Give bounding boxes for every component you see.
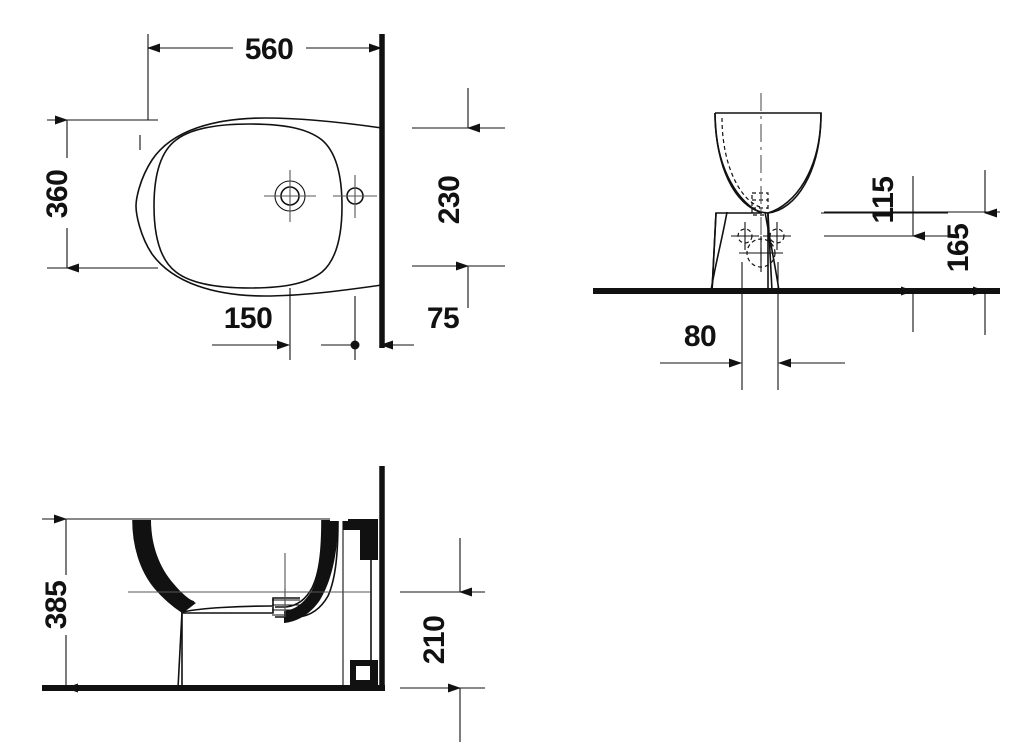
dimension-150: 150 (212, 288, 291, 360)
rear-bottom-bracket-hole (356, 666, 370, 680)
dimension-label-360: 360 (41, 170, 74, 219)
top-view: 560 360 230 150 (41, 33, 505, 360)
dimension-label-560: 560 (245, 33, 294, 66)
dimension-label-165: 165 (942, 224, 975, 273)
dimension-560: 560 (147, 33, 382, 120)
dimension-label-210: 210 (418, 616, 451, 665)
rear-top-bracket (343, 519, 378, 560)
dimension-75: 75 (321, 296, 460, 360)
rear-top-gap (330, 516, 348, 521)
dimension-230: 230 (412, 88, 505, 308)
tap-hole-large (264, 170, 316, 222)
pedestal-right-edge (767, 212, 773, 292)
hidden-waste-slot (751, 192, 769, 216)
dimension-115: 115 (821, 176, 948, 241)
front-rim-band (133, 520, 196, 613)
rear-rim-inner (275, 519, 339, 618)
fixing-hole-left (731, 222, 759, 250)
waste-outlet-circle (739, 236, 783, 272)
side-view: 385 210 (40, 466, 485, 742)
dimension-label-230: 230 (433, 176, 466, 225)
dimension-label-385: 385 (40, 581, 73, 630)
dimension-165: 165 (824, 170, 1000, 335)
bowl-outer-contour (135, 117, 383, 297)
front-view: 115 165 80 (593, 93, 1000, 390)
rear-rim-band (284, 520, 338, 623)
dimension-label-150: 150 (224, 302, 273, 335)
tap-hole-small (333, 175, 377, 218)
overflow-slot-detail (272, 599, 300, 616)
dimension-210: 210 (400, 538, 485, 742)
pedestal-front-edge-side (177, 611, 183, 689)
fixing-hole-right (763, 222, 791, 250)
dimension-80: 80 (660, 320, 845, 368)
bowl-inner-rim (153, 123, 343, 289)
bowl-inner-base (182, 605, 273, 613)
pedestal-left-taper (710, 211, 728, 292)
rear-rim-outer (275, 519, 323, 608)
hidden-bowl-interior (721, 117, 761, 208)
dimension-360: 360 (41, 115, 158, 273)
dimension-label-80: 80 (684, 320, 716, 353)
dimension-label-115: 115 (867, 177, 900, 224)
dimension-label-75: 75 (427, 302, 459, 335)
dimension-385: 385 (40, 514, 132, 693)
